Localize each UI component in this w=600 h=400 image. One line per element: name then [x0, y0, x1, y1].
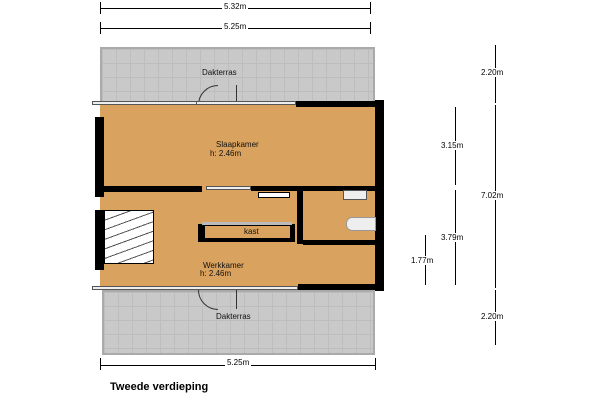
dim-right-bottom: 2.20m [479, 312, 506, 321]
window-top[interactable] [92, 101, 210, 105]
dim-tick [370, 22, 371, 34]
dim-top-inner: 5.25m [222, 22, 249, 31]
terrace-top-label: Dakterras [202, 68, 237, 77]
dim-right-total: 7.02m [479, 191, 506, 200]
wall-closet-side [297, 186, 303, 244]
shelf [258, 192, 290, 198]
dim-tick [370, 2, 371, 14]
stove-icon [343, 190, 367, 200]
wall-bath [303, 240, 375, 245]
sliding-door[interactable] [206, 186, 251, 190]
window-bottom[interactable] [92, 286, 298, 290]
dim-top-outer: 5.32m [222, 2, 249, 11]
terrace-bottom [102, 290, 375, 355]
closet-door[interactable] [202, 222, 292, 225]
wall-right [375, 100, 384, 290]
wall-middle-left [104, 186, 202, 192]
closet [205, 226, 290, 238]
door-top [236, 85, 237, 104]
dim-bottom: 5.25m [225, 358, 252, 367]
wall-top [296, 101, 382, 107]
wall-bottom [298, 284, 384, 291]
bedroom-height: h: 2.46m [210, 149, 242, 158]
study-label: Werkkamer [203, 261, 244, 270]
dim-tick [375, 358, 376, 370]
dim-small: 1.77m [409, 256, 436, 265]
floor-title: Tweede verdieping [110, 381, 209, 393]
dim-right-top: 2.20m [479, 68, 506, 77]
bedroom-label: Slaapkamer [216, 140, 259, 149]
dim-mid-lower: 3.79m [439, 233, 466, 242]
window-top-door[interactable] [196, 101, 296, 105]
sink-icon [346, 217, 376, 231]
study-height: h: 2.46m [200, 269, 232, 278]
closet-label: kast [244, 227, 259, 236]
terrace-bottom-label: Dakterras [216, 312, 251, 321]
wall-middle-right [251, 186, 375, 191]
terrace-top [100, 47, 375, 104]
wall-left-upper [95, 117, 104, 197]
wall-left-lower [95, 210, 104, 270]
dim-mid-upper: 3.15m [439, 141, 466, 150]
staircase [104, 210, 154, 264]
door-bottom [236, 290, 237, 309]
dim-tick [100, 358, 101, 370]
